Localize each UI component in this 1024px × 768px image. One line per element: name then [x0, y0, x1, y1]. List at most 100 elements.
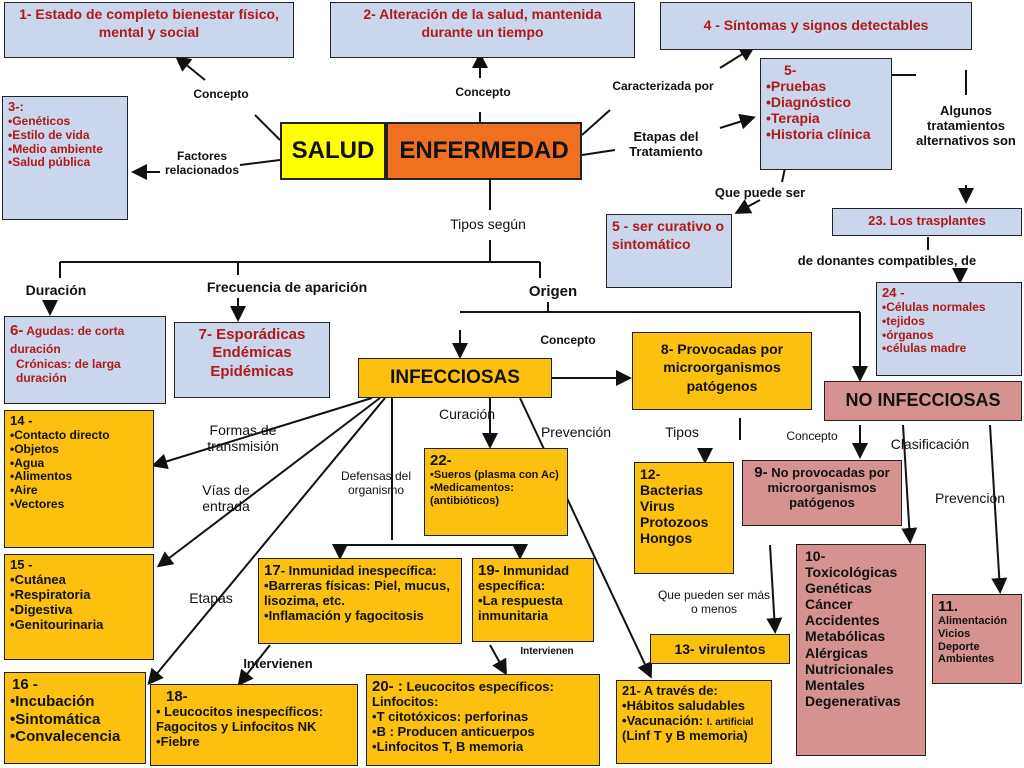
node-12-tipos: 12- Bacterias Virus Protozoos Hongos	[634, 462, 734, 574]
salud-central-node: SALUD	[280, 122, 386, 180]
label-duracion: Duración	[25, 282, 87, 298]
list-item: Genéticos	[8, 114, 122, 129]
list-item: Vacunación: I. artificial	[622, 713, 766, 729]
list-item: Genitourinaria	[10, 617, 148, 633]
list-item: Inflamación y fagocitosis	[264, 608, 456, 624]
list-item: Alimentos	[10, 470, 148, 484]
node-19-list: La respuesta inmunitaria	[478, 593, 588, 624]
node-19-especifica: 19- Inmunidad específica: La respuesta i…	[472, 558, 594, 642]
list-item: Incubación	[10, 693, 140, 710]
label-concepto-noinf: Concepto	[786, 429, 838, 443]
node-5-curativo: 5 - ser curativo o sintomático	[606, 214, 732, 288]
label-tipos: Tipos	[665, 424, 699, 440]
label-concepto-infecciosas: Concepto	[540, 333, 596, 347]
node-20-leucocitos-especificos: 20- : Leucocitos específicos: Linfocitos…	[366, 674, 600, 766]
list-item: Células normales	[882, 300, 1016, 315]
list-item: Hábitos saludables	[622, 698, 766, 714]
list-item: órganos	[882, 328, 1016, 343]
label-clasificacion: Clasificación	[890, 436, 970, 452]
node-12-item: Virus	[640, 498, 675, 515]
node-10-line: Degenerativas	[805, 692, 901, 709]
list-item: Sueros (plasma con Ac)	[430, 469, 562, 482]
list-item: Barreras físicas: Piel, mucus, lisozima,…	[264, 578, 456, 609]
label-etapas-tratamiento: Etapas del Tratamiento	[629, 129, 703, 159]
list-item: Objetos	[10, 442, 148, 457]
label-curacion: Curación	[438, 406, 496, 422]
label-intervienen-1: Intervienen	[243, 656, 313, 671]
node-2-enfermedad-concept: 2- Alteración de la salud, mantenida dur…	[330, 2, 635, 58]
node-22-curacion: 22- Sueros (plasma con Ac) Medicamentos:…	[424, 448, 568, 536]
label-origen: Origen	[528, 283, 578, 300]
node-16-list: Incubación Sintomática Convalecencia	[10, 693, 140, 745]
node-10-line: Accidentes	[805, 612, 880, 629]
label-prevencion-noinf: Prevención	[934, 490, 1006, 506]
list-item: Digestiva	[10, 602, 148, 618]
list-item: Linfocitos T, B memoria	[372, 739, 594, 755]
node-14-formas: 14 - Contacto directo Objetos Agua Alime…	[4, 410, 154, 548]
node-17-inespecifica: 17- Inmunidad inespecífica: Barreras fís…	[258, 558, 462, 644]
list-item: Salud pública	[8, 156, 122, 170]
node-6-duracion: 6- Agudas: de corta duración Crónicas: d…	[4, 316, 166, 404]
node-23-trasplantes: 23. Los trasplantes	[832, 208, 1022, 236]
label-de-donantes: de donantes compatibles, de	[797, 253, 977, 268]
list-item: Contacto directo	[10, 428, 148, 443]
node-17-list: Barreras físicas: Piel, mucus, lisozima,…	[264, 578, 456, 624]
list-item: Fiebre	[156, 734, 352, 750]
label-algunos-tratamientos: Algunos tratamientos alternativos son	[916, 103, 1016, 148]
node-8-provocadas: 8- Provocadas por microorganismos patóge…	[632, 332, 812, 410]
label-factores: Factores relacionados	[164, 149, 240, 177]
node-11-line: Ambientes	[938, 653, 995, 666]
no-infecciosas-node: NO INFECCIOSAS	[824, 381, 1022, 421]
list-item: Agua	[10, 456, 148, 471]
node-10-line: Alérgicas	[805, 644, 869, 661]
label-concepto-salud: Concepto	[193, 87, 249, 101]
node-3-list: Genéticos Estilo de vida Medio ambiente …	[8, 114, 122, 170]
node-22-list: Sueros (plasma con Ac) Medicamentos: (an…	[430, 469, 562, 507]
node-18-leucocitos-inespecificos: 18- Leucocitos inespecíficos: Fagocitos …	[150, 684, 358, 766]
node-12-item: Bacterias	[640, 482, 704, 499]
list-item: Historia clínica	[766, 126, 886, 142]
node-9-no-provocadas: 9- No provocadas por microorganismos pat…	[742, 460, 902, 526]
label-que-pueden-ser: Que pueden ser más o menos	[657, 588, 771, 616]
node-18-list: Leucocitos inespecíficos: Fagocitos y Li…	[156, 704, 352, 750]
list-item: Vectores	[10, 497, 148, 512]
node-11-prevencion: 11. Alimentación Vicios Deporte Ambiente…	[932, 594, 1022, 684]
node-11-line: Deporte	[938, 640, 980, 653]
node-13-virulentos: 13- virulentos	[650, 634, 790, 664]
list-item: Convalecencia	[10, 728, 140, 745]
list-item: Leucocitos inespecíficos: Fagocitos y Li…	[156, 704, 352, 735]
node-7-frecuencia: 7- Esporádicas Endémicas Epidémicas	[174, 322, 330, 398]
list-item: células madre	[882, 342, 1016, 356]
list-item: Respiratoria	[10, 587, 148, 603]
label-etapas: Etapas	[189, 590, 233, 606]
list-item: tejidos	[882, 314, 1016, 329]
label-intervienen-2: Intervienen	[520, 646, 574, 657]
list-item: Medicamentos: (antibióticos)	[430, 482, 562, 507]
node-20-list: T citotóxicos: perforinas B : Producen a…	[372, 709, 594, 755]
label-caracterizada: Caracterizada por	[612, 79, 714, 93]
node-12-item: Protozoos	[640, 514, 709, 531]
list-item: Medio ambiente	[8, 142, 122, 157]
node-5-list: Pruebas Diagnóstico Terapia Historia clí…	[766, 78, 886, 142]
label-frecuencia: Frecuencia de aparición	[206, 279, 368, 295]
node-24-list: Células normales tejidos órganos células…	[882, 300, 1016, 356]
node-15-vias: 15 - Cutánea Respiratoria Digestiva Geni…	[4, 554, 154, 660]
node-12-item: Hongos	[640, 530, 693, 547]
label-defensas: Defensas del organismo	[340, 469, 412, 497]
list-item: Diagnóstico	[766, 94, 886, 110]
node-1-salud-concept: 1- Estado de completo bienestar físico, …	[4, 2, 294, 58]
list-item: Sintomática	[10, 711, 140, 728]
node-21-prevencion: 21- A través de: Hábitos saludables Vacu…	[616, 680, 772, 764]
node-10-clasificacion: 10- Toxicológicas Genéticas Cáncer Accid…	[796, 544, 926, 756]
label-vias-entrada: Vías de entrada	[202, 482, 250, 515]
list-item: B : Producen anticuerpos	[372, 724, 594, 740]
node-21-list: Hábitos saludables Vacunación: I. artifi…	[622, 698, 766, 729]
node-14-list: Contacto directo Objetos Agua Alimentos …	[10, 428, 148, 512]
node-3-factores: 3-: Genéticos Estilo de vida Medio ambie…	[2, 96, 128, 220]
node-10-line: Mentales	[805, 676, 865, 693]
label-formas-transmision: Formas de transmisión	[207, 422, 279, 455]
node-5-etapas: 5- Pruebas Diagnóstico Terapia Historia …	[760, 58, 892, 170]
node-10-line: Genéticas	[805, 580, 872, 597]
list-item: T citotóxicos: perforinas	[372, 709, 594, 725]
label-tipos-segun: Tipos según	[450, 216, 526, 232]
